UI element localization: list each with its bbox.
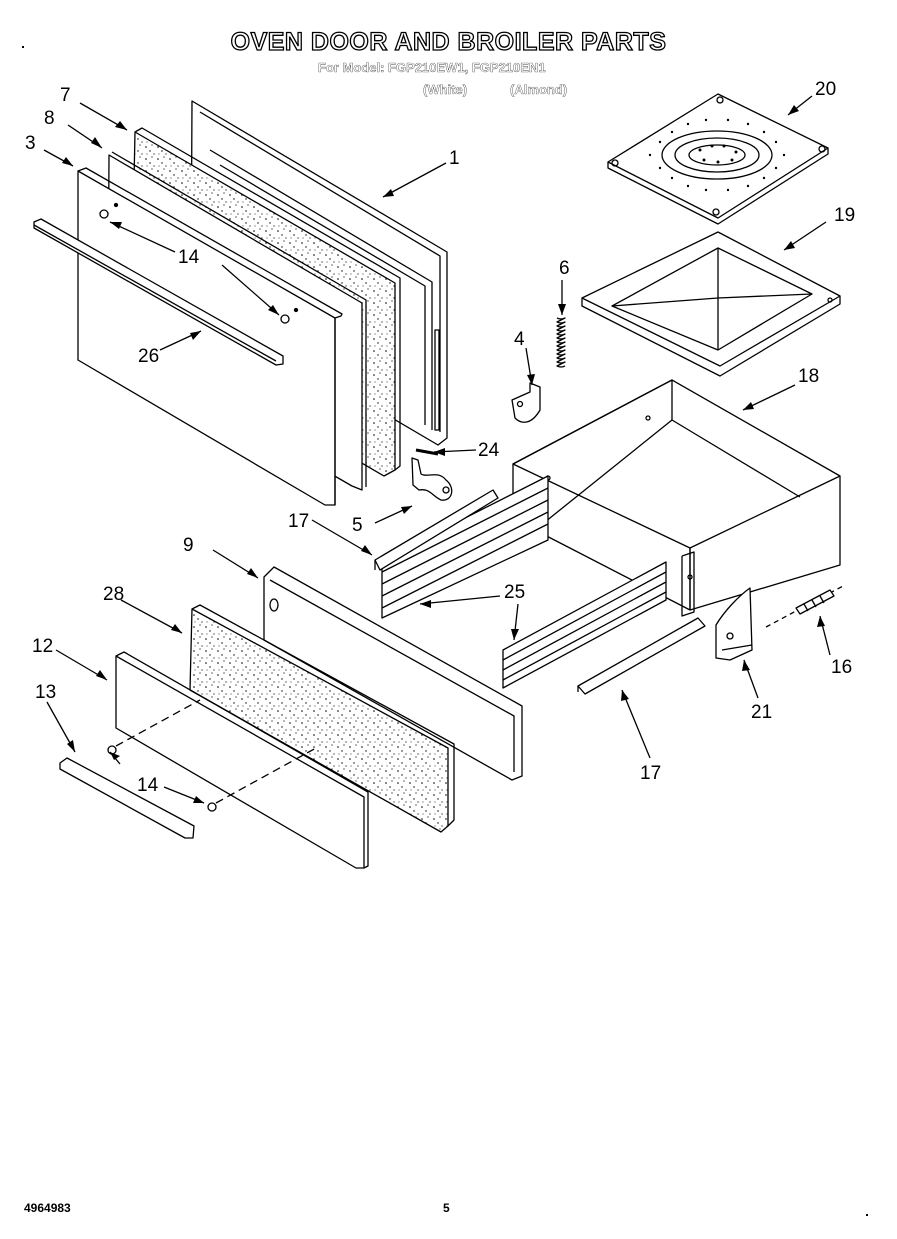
drawer-insulation <box>189 604 455 833</box>
callout-19: 19 <box>834 205 855 226</box>
drawer-outer-panel <box>115 651 369 869</box>
drawer-rail-right <box>502 561 667 689</box>
callout-13: 13 <box>35 682 56 703</box>
angle-strip-upper <box>374 489 499 571</box>
spacer-washer <box>99 209 109 219</box>
page-title: OVEN DOOR AND BROILER PARTS <box>230 27 667 56</box>
corner-mark <box>22 46 24 48</box>
document-number: 4964983 <box>24 1201 71 1215</box>
drawer-roller <box>765 584 846 628</box>
callout-18: 18 <box>798 366 819 387</box>
callout-5: 5 <box>352 515 363 536</box>
callout-17: 17 <box>288 511 309 532</box>
callout-14: 14 <box>178 247 200 268</box>
hinge-pin <box>415 448 439 456</box>
callout-1: 1 <box>449 148 460 169</box>
color-almond-label: (Almond) <box>510 82 568 97</box>
callout-7: 7 <box>60 85 71 106</box>
callout-labels: 7 8 3 1 14 26 6 4 20 19 18 24 5 17 9 25 … <box>25 79 855 796</box>
corner-mark <box>866 1214 868 1216</box>
broiler-grid <box>607 93 829 225</box>
color-white-label: (White) <box>423 82 468 97</box>
callout-12: 12 <box>32 636 53 657</box>
callout-26: 26 <box>138 346 159 367</box>
callout-17: 17 <box>640 763 661 784</box>
callout-28: 28 <box>103 584 124 605</box>
callout-4: 4 <box>514 329 525 350</box>
callout-3: 3 <box>25 133 36 154</box>
callout-21: 21 <box>751 702 772 723</box>
callout-24: 24 <box>478 440 500 461</box>
spacer-washer <box>107 745 117 755</box>
door-handle <box>33 218 284 366</box>
hinge <box>511 382 541 423</box>
drawer-handle <box>59 757 195 839</box>
drawer-bracket <box>715 587 753 661</box>
callout-9: 9 <box>183 535 194 556</box>
spacer-washer <box>280 314 290 324</box>
broiler-pan <box>581 231 841 377</box>
hinge-bracket <box>411 457 453 501</box>
page-number: 5 <box>443 1201 450 1215</box>
hinge-spring <box>556 317 566 368</box>
model-line: For Model: FGP210EW1, FGP210EN1 <box>318 60 546 75</box>
broiler-drawer <box>512 379 841 617</box>
angle-strip-lower <box>577 617 706 695</box>
outer-door <box>77 167 343 506</box>
callout-25: 25 <box>504 582 525 603</box>
drawer-rail-left <box>381 475 549 619</box>
callout-20: 20 <box>815 79 836 100</box>
callout-16: 16 <box>831 657 852 678</box>
callout-6: 6 <box>559 258 570 279</box>
callout-8: 8 <box>44 108 55 129</box>
callout-14: 14 <box>137 775 159 796</box>
spacer-washer <box>207 802 217 812</box>
leader-arrowheads <box>62 105 825 803</box>
